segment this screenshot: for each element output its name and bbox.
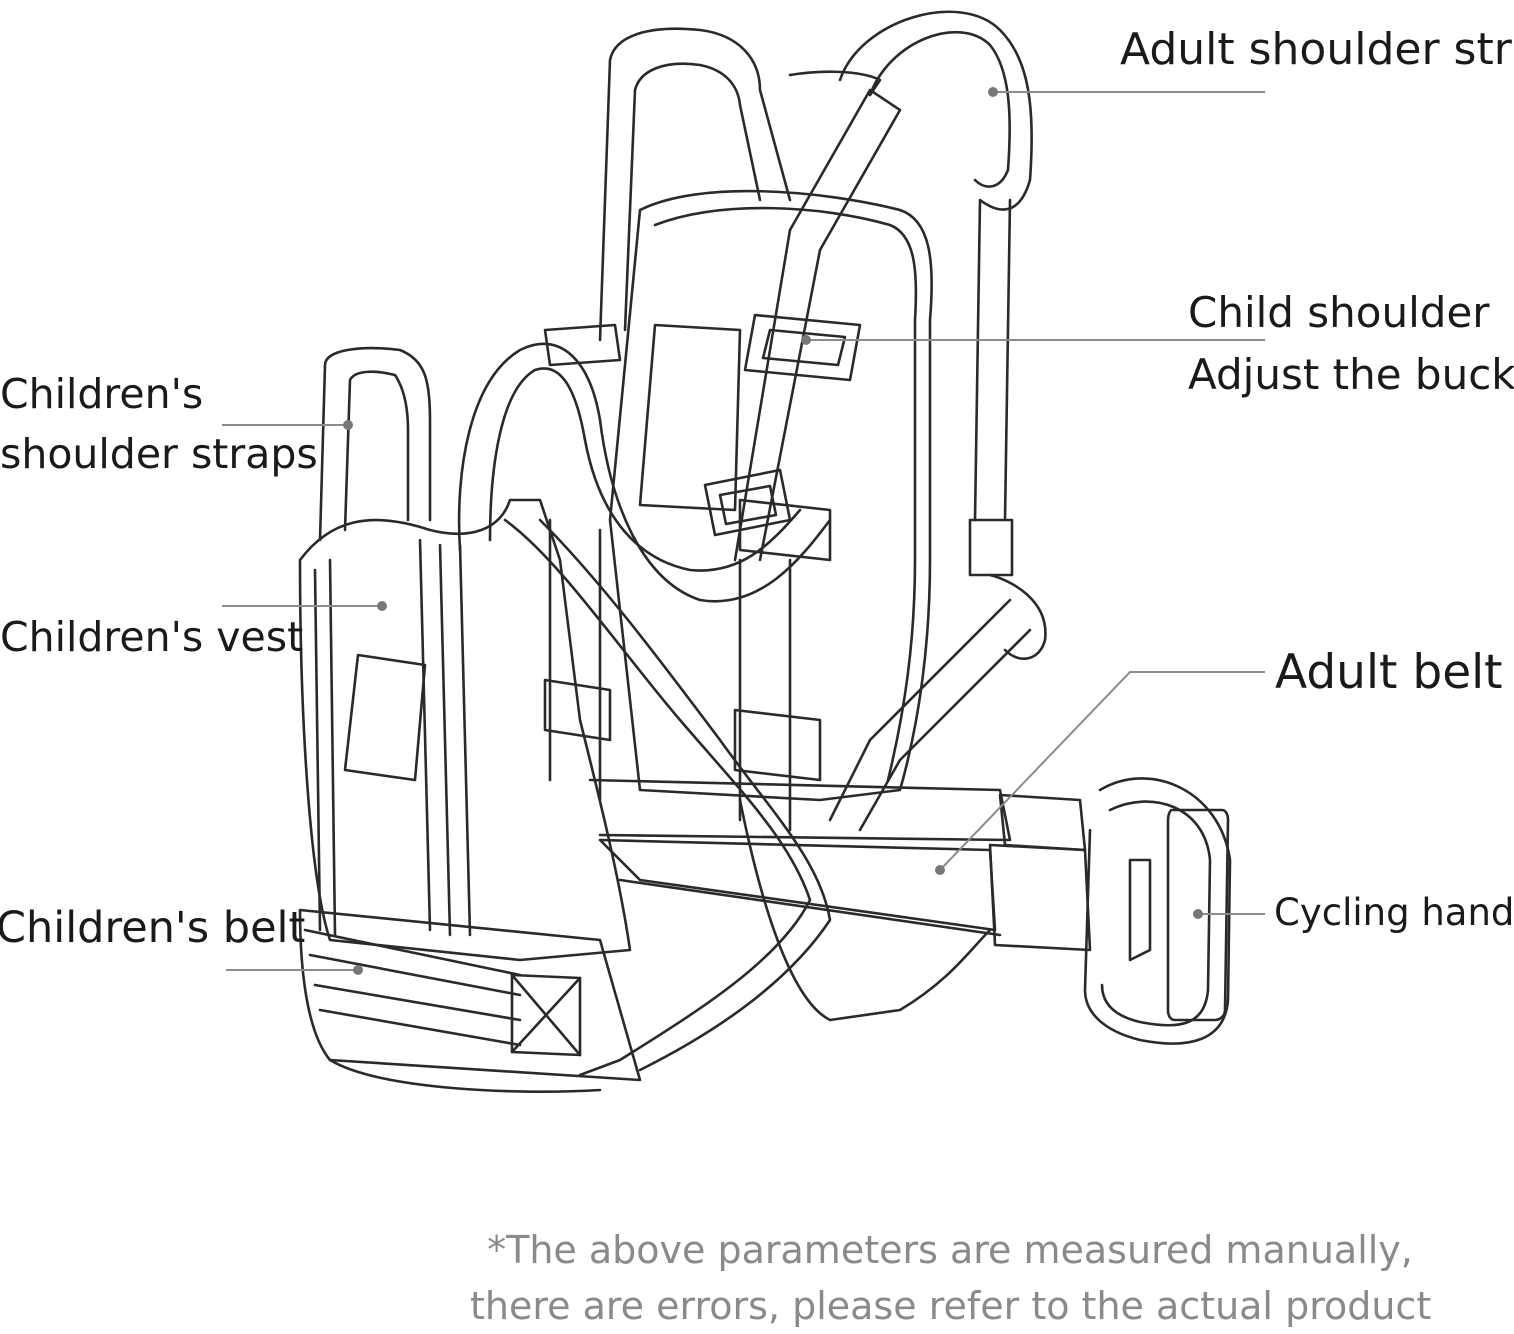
child-belt-box-x2 (510, 976, 582, 1054)
adult-belt-lower (618, 878, 1002, 937)
child-vest-body (298, 498, 632, 962)
disclaimer-line1: *The above parameters are measured manua… (487, 1228, 1413, 1272)
dot-adult-belt (935, 865, 945, 875)
cycling-handle-clip (1128, 858, 1152, 962)
adult-strap-right-band (788, 70, 882, 97)
cycling-handle-grip (1166, 808, 1230, 1022)
label-childrens-belt-text: Children's belt (0, 903, 306, 953)
label-child-shoulder-buckle: Child shoulder Adjust the buckle (1188, 282, 1514, 406)
adult-belt-clip-2 (988, 843, 1092, 952)
mid-strap-buckle-inner (718, 484, 778, 526)
child-belt-line-4 (318, 1008, 522, 1047)
vest-vertical-buckle-2 (733, 708, 822, 782)
adult-strap-left-inner (623, 62, 762, 332)
mid-strap-buckle (703, 468, 792, 537)
leader-adult-belt (939, 671, 1265, 871)
label-childrens-vest: Children's vest (0, 612, 303, 663)
child-belt-line-2 (308, 953, 522, 997)
child-vest-stripe-1 (313, 568, 322, 932)
label-childrens-vest-text: Children's vest (0, 613, 304, 661)
right-strap-buckle (968, 518, 1014, 577)
label-cycling-handle: Cycling handle (1274, 890, 1514, 936)
vest-vertical-strap-left (548, 518, 602, 802)
child-vest-patch (343, 653, 427, 782)
back-label-patch (638, 323, 742, 512)
right-lower-strap (828, 598, 1032, 832)
adult-belt-back (738, 798, 992, 1022)
child-vest-stripe-5 (458, 543, 472, 937)
child-strap-left-inner (343, 370, 410, 532)
cycling-handle-loop-inner (1100, 800, 1212, 1027)
dot-childrens-belt (353, 965, 363, 975)
diagonal-adult-strap (788, 88, 902, 252)
child-diagonal-strap (503, 518, 812, 1077)
child-strap-front-inner (488, 367, 802, 572)
label-adult-shoulder-straps: Adult shoulder strap (1120, 22, 1514, 77)
child-vest-stripe-4 (438, 543, 452, 937)
adult-strap-left-outer (598, 27, 792, 342)
vest-vertical-buckle-3 (738, 498, 832, 562)
label-adult-belt: Adult belt (1275, 644, 1503, 703)
label-childrens-shoulder-line1: Children's (0, 370, 204, 418)
dot-adult-shoulder (988, 87, 998, 97)
back-panel (608, 189, 933, 802)
child-shoulder-buckle-inner (761, 328, 847, 367)
child-vest-stripe-2 (328, 558, 337, 937)
child-belt-bottom (328, 1058, 602, 1093)
back-panel-inner (653, 206, 918, 782)
label-child-shoulder-line2: Adjust the buckle (1188, 350, 1514, 399)
adult-strap-right-inner (868, 30, 1011, 188)
label-childrens-belt: Children's belt (0, 902, 305, 956)
child-belt-line-1 (303, 928, 522, 977)
label-cycling-handle-text: Cycling handle (1274, 891, 1514, 934)
label-childrens-shoulder-straps: Children's shoulder straps (0, 364, 318, 484)
diagonal-adult-strap-3 (733, 228, 792, 562)
disclaimer-line2: there are errors, please refer to the ac… (470, 1284, 1432, 1328)
child-diagonal-strap-inner (538, 518, 832, 1072)
child-vest-stripe-3 (418, 538, 432, 932)
label-adult-shoulder-text: Adult shoulder strap (1120, 24, 1514, 75)
dot-childrens-vest (377, 601, 387, 611)
adult-belt-upper (588, 778, 1012, 842)
child-strap-left-outer (318, 346, 432, 542)
diagonal-adult-strap-2 (758, 248, 822, 562)
vest-vertical-buckle-1 (543, 678, 612, 742)
cycling-handle-loop (1083, 777, 1232, 1045)
vest-vertical-strap-right (738, 558, 792, 832)
label-adult-belt-text: Adult belt (1275, 645, 1503, 700)
child-belt-line-3 (313, 983, 522, 1022)
label-childrens-shoulder-line2: shoulder straps (0, 430, 318, 478)
adult-strap-right-down (1003, 198, 1012, 522)
small-left-buckle (543, 323, 622, 367)
adult-belt-clip (998, 793, 1087, 852)
child-strap-front-outer (457, 342, 832, 603)
label-child-shoulder-line1: Child shoulder (1188, 288, 1490, 337)
right-strap-ring (988, 573, 1047, 660)
child-shoulder-buckle (743, 313, 862, 382)
dot-child-shoulder (801, 335, 811, 345)
dot-cycling-handle (1193, 909, 1203, 919)
disclaimer-note: *The above parameters are measured manua… (470, 1222, 1432, 1334)
dot-childrens-shoulder (343, 420, 353, 430)
adult-strap-right-outer (838, 10, 1033, 522)
